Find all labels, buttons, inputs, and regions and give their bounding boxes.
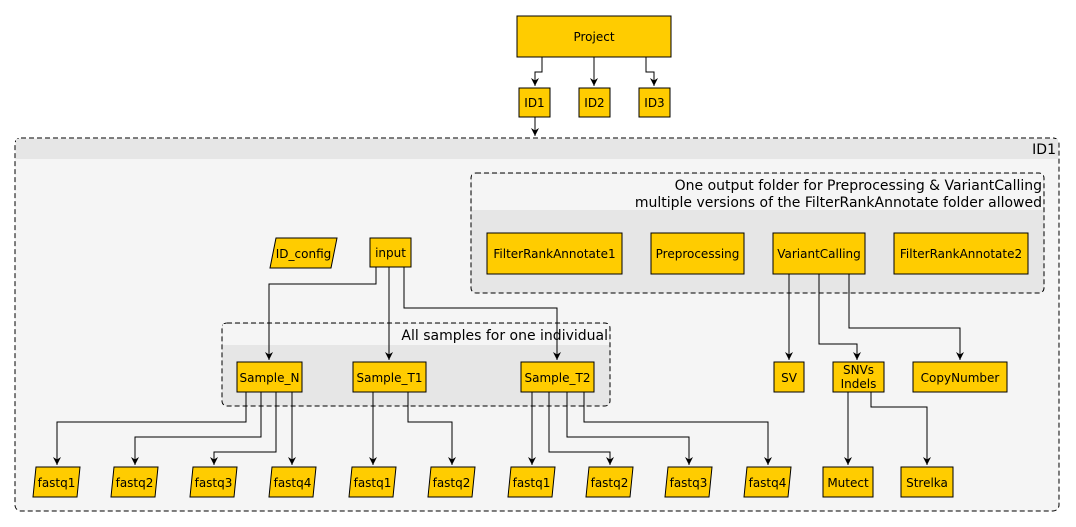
folder-variantcalling-label: VariantCalling: [777, 247, 861, 261]
folder-variantcalling-node: VariantCalling: [772, 232, 866, 275]
strelka-label: Strelka: [906, 476, 948, 490]
fastq-label: fastq4: [274, 476, 312, 490]
fastq-node: fastq3: [664, 466, 713, 498]
fastq-label: fastq2: [116, 476, 154, 490]
sample-n-node: Sample_N: [236, 361, 303, 393]
fastq-node: fastq4: [743, 466, 792, 498]
snvs-indels-node: SNVs Indels: [832, 361, 885, 393]
id1-container-label: ID1: [1032, 142, 1056, 158]
fastq-node: fastq2: [427, 466, 476, 498]
input-node: input: [369, 237, 412, 268]
folder-filterrankannotate2-label: FilterRankAnnotate2: [900, 247, 1022, 261]
sample-n-label: Sample_N: [240, 371, 300, 385]
project-label: Project: [573, 30, 614, 44]
fastq-node: fastq4: [268, 466, 317, 498]
sample-t2-label: Sample_T2: [525, 371, 591, 385]
folder-filterrankannotate2-node: FilterRankAnnotate2: [893, 232, 1029, 275]
fastq-label: fastq4: [749, 476, 787, 490]
fastq-node: fastq1: [507, 466, 556, 498]
sample-t1-node: Sample_T1: [352, 361, 427, 393]
fastq-node: fastq1: [32, 466, 81, 498]
mutect-node: Mutect: [822, 466, 874, 498]
copynumber-label: CopyNumber: [921, 371, 1000, 385]
project-node: Project: [516, 15, 672, 58]
folder-filterrankannotate1-node: FilterRankAnnotate1: [486, 232, 623, 275]
copynumber-node: CopyNumber: [912, 361, 1008, 393]
id-config-label: ID_config: [276, 247, 332, 261]
fastq-node: fastq3: [189, 466, 238, 498]
fastq-label: fastq3: [670, 476, 708, 490]
fastq-node: fastq2: [110, 466, 159, 498]
input-label: input: [375, 246, 406, 260]
fastq-node: fastq2: [585, 466, 634, 498]
fastq-label: fastq2: [433, 476, 471, 490]
mutect-label: Mutect: [827, 476, 869, 490]
id3-node: ID3: [638, 87, 671, 118]
sv-node: SV: [773, 361, 805, 393]
output-group-label-line1: One output folder for Preprocessing & Va…: [675, 178, 1042, 194]
edges: [53, 57, 964, 465]
sample-t2-node: Sample_T2: [520, 361, 595, 393]
sv-label: SV: [781, 371, 798, 385]
output-group-label-line2: multiple versions of the FilterRankAnnot…: [635, 195, 1042, 211]
fastq-label: fastq1: [38, 476, 76, 490]
id3-label: ID3: [644, 96, 664, 110]
fastq-label: fastq1: [513, 476, 551, 490]
snvs-label: SNVs: [843, 363, 874, 377]
sample-t1-label: Sample_T1: [357, 371, 423, 385]
id2-node: ID2: [578, 87, 611, 118]
id1-node: ID1: [518, 87, 551, 118]
folder-filterrankannotate1-label: FilterRankAnnotate1: [493, 247, 615, 261]
folder-preprocessing-label: Preprocessing: [656, 247, 740, 261]
folder-preprocessing-node: Preprocessing: [650, 232, 745, 275]
id1-label: ID1: [524, 96, 544, 110]
fastq-node: fastq1: [348, 466, 397, 498]
fastq-label: fastq3: [195, 476, 233, 490]
fastq-label: fastq1: [354, 476, 392, 490]
strelka-node: Strelka: [900, 466, 954, 498]
id2-label: ID2: [584, 96, 604, 110]
samples-group-label: All samples for one individual: [401, 328, 608, 344]
fastq-label: fastq2: [591, 476, 629, 490]
indels-label: Indels: [841, 377, 877, 391]
id-config-node: ID_config: [269, 237, 338, 269]
